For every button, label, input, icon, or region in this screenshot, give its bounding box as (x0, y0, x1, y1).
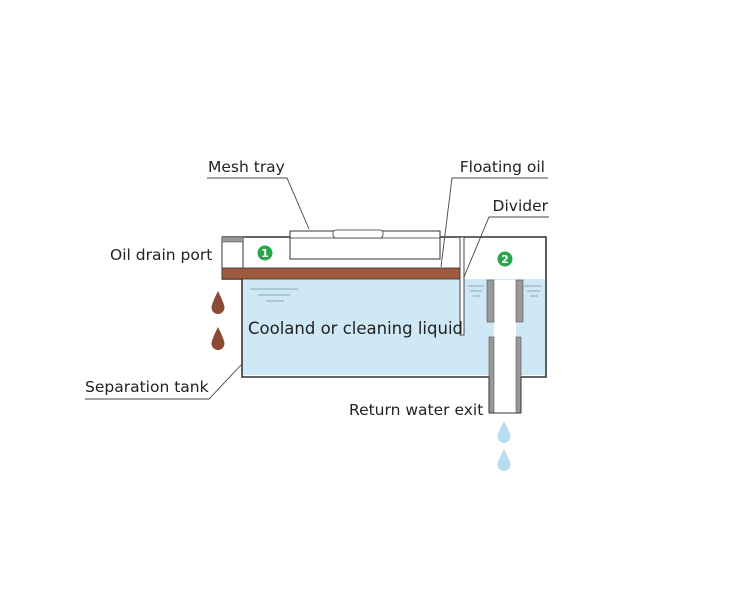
divider-leader (463, 216, 549, 278)
return-pipe-wall-right-lower (515, 336, 522, 414)
liquid-label: Cooland or cleaning liquid (248, 319, 463, 338)
return-pipe-wall-left-lower (488, 336, 495, 414)
floating-oil-leader (440, 177, 548, 268)
return-pipe-inner (494, 280, 516, 413)
return-pipe-wall-left-upper (486, 279, 495, 323)
return-pipe-wall-right-upper (515, 279, 524, 323)
mesh-tray-leader (207, 177, 310, 230)
marker-one-circle (257, 245, 273, 261)
separation-tank-leader (85, 364, 242, 400)
drain-port-cap-top (221, 236, 244, 243)
marker-one-text: 1 (261, 247, 269, 260)
liquid-body (243, 279, 545, 375)
water-drop-2 (497, 449, 511, 471)
marker-two-circle (497, 251, 513, 267)
oil-drop-2 (211, 327, 225, 351)
oil-drain-port-label: Oil drain port (110, 246, 212, 264)
divider-label: Divider (493, 197, 549, 215)
leader-lines (85, 177, 549, 400)
mesh-tray-label: Mesh tray (208, 158, 285, 176)
divider-plate (459, 236, 465, 336)
mesh-tray-handle (332, 229, 384, 239)
floating-oil-layer (221, 267, 463, 280)
marker-two-text: 2 (501, 253, 509, 266)
oil-drop-1 (211, 291, 225, 315)
return-water-exit-label: Return water exit (349, 401, 483, 419)
floating-oil-label: Floating oil (460, 158, 545, 176)
water-surface-marks (250, 285, 542, 302)
water-drop-1 (497, 421, 511, 443)
separation-tank-label: Separation tank (85, 378, 209, 396)
